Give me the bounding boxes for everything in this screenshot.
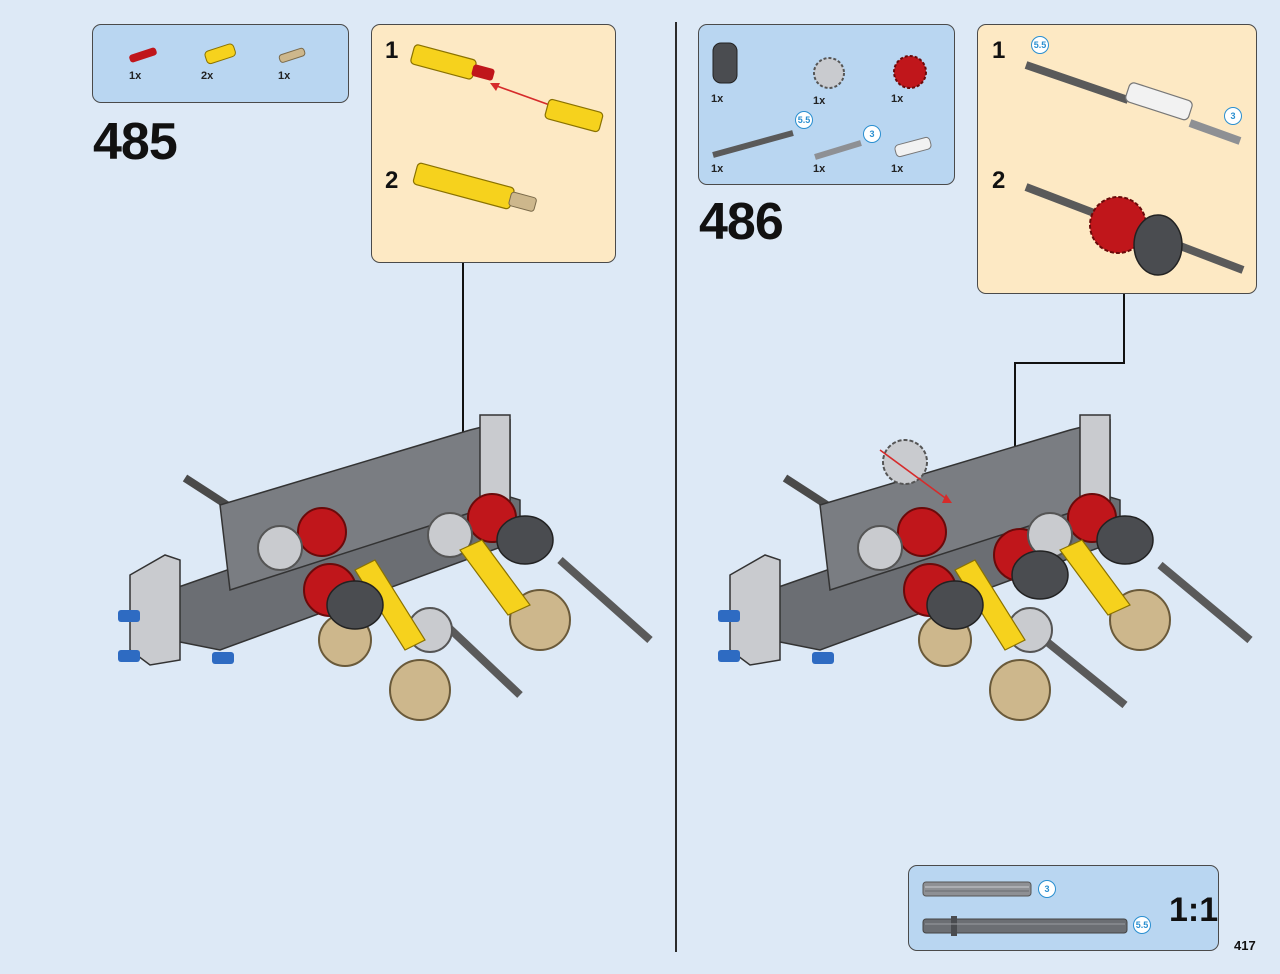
callout-line-486 bbox=[1015, 362, 1125, 364]
axle-length-badge: 5.5 bbox=[795, 111, 813, 129]
substep-number: 2 bbox=[385, 167, 399, 194]
part-qty: 1x bbox=[891, 163, 904, 175]
part-qty: 1x bbox=[278, 70, 291, 82]
parts-list-485: 1x 2x 1x bbox=[92, 24, 349, 103]
yellow-axle-connector-icon bbox=[204, 43, 236, 65]
dark-gray-clutch-icon bbox=[712, 42, 738, 84]
part-qty: 1x bbox=[891, 93, 904, 105]
red-gear-icon bbox=[893, 55, 927, 89]
part-qty: 1x bbox=[711, 93, 724, 105]
axle-length-badge: 3 bbox=[1224, 107, 1242, 125]
part-qty: 1x bbox=[129, 70, 142, 82]
gray-gear-icon bbox=[813, 57, 845, 89]
substep-number: 1 bbox=[385, 37, 399, 64]
substep-number: 2 bbox=[992, 167, 1006, 194]
tan-axle-pin-icon bbox=[278, 47, 306, 63]
subassembly-1-illustration bbox=[410, 44, 604, 133]
axle-length-badge: 5.5 bbox=[1031, 36, 1049, 54]
white-axle-connector-icon bbox=[894, 136, 932, 158]
callout-line-485 bbox=[462, 263, 464, 513]
scale-reference-box: 3 5.5 1:1 bbox=[908, 865, 1219, 951]
axle-length-icon bbox=[712, 130, 794, 158]
part-qty: 2x bbox=[201, 70, 214, 82]
subassembly-2-illustration bbox=[1024, 183, 1245, 276]
scale-label: 1:1 bbox=[1169, 891, 1219, 929]
page-divider bbox=[675, 22, 677, 952]
axle-length-badge: 3 bbox=[863, 125, 881, 143]
axle-length-badge: 5.5 bbox=[1133, 916, 1151, 934]
callout-line-486 bbox=[1014, 362, 1016, 512]
subassembly-1-illustration bbox=[1024, 61, 1242, 145]
axle-length-icon bbox=[814, 140, 862, 160]
axle-length-badge: 3 bbox=[1038, 880, 1056, 898]
callout-line-486 bbox=[1123, 294, 1125, 364]
red-axle-pin-icon bbox=[129, 47, 157, 63]
axle-scale-icon bbox=[922, 916, 1128, 936]
part-qty: 1x bbox=[711, 163, 724, 175]
page-number: 417 bbox=[1234, 938, 1256, 953]
step-number: 486 bbox=[699, 193, 784, 251]
axle-scale-icon bbox=[922, 881, 1032, 897]
subassembly-box-485: 1 2 bbox=[371, 24, 616, 263]
substep-number: 1 bbox=[992, 37, 1006, 64]
step-number: 485 bbox=[93, 113, 178, 171]
subassembly-2-illustration bbox=[412, 162, 537, 212]
model-illustration-485 bbox=[118, 414, 653, 721]
parts-list-486: 1x 1x 1x 5.5 1x 3 1x 1x bbox=[698, 24, 955, 185]
part-qty: 1x bbox=[813, 163, 826, 175]
part-qty: 1x bbox=[813, 95, 826, 107]
subassembly-box-486: 1 5.5 3 2 bbox=[977, 24, 1257, 294]
